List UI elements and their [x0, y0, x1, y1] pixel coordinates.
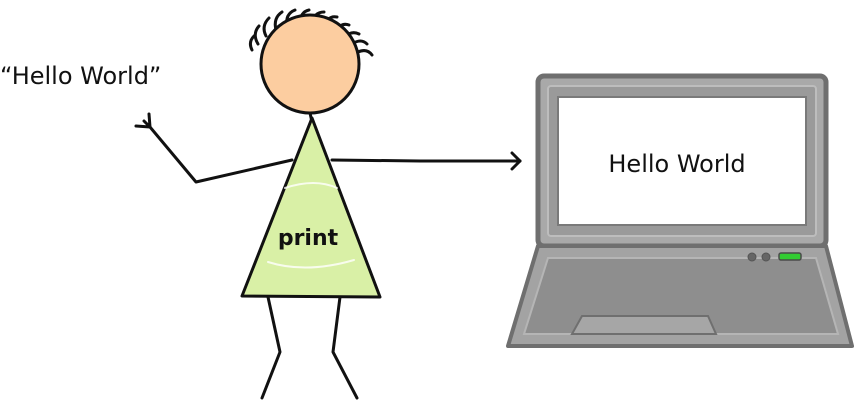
right-hand — [506, 151, 522, 171]
power-led — [778, 252, 802, 261]
screen-text: Hello World — [608, 150, 745, 178]
laptop-screen — [557, 96, 807, 226]
stick-figure-icon — [134, 8, 522, 400]
left-hand — [134, 112, 152, 129]
touchpad — [570, 315, 718, 335]
body-label: print — [278, 226, 339, 251]
dress — [240, 116, 382, 299]
indicator-light — [747, 252, 757, 262]
speech-text: “Hello World” — [0, 62, 162, 90]
left-arm — [148, 125, 294, 184]
head — [259, 13, 361, 115]
indicator-light — [761, 252, 771, 262]
right-arm — [330, 158, 522, 163]
right-leg — [331, 295, 359, 400]
left-leg — [260, 295, 282, 400]
laptop-icon — [506, 73, 854, 348]
